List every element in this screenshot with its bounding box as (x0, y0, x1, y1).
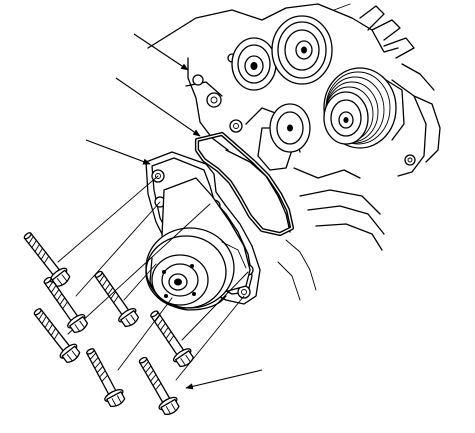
bolt-7 (132, 352, 183, 419)
tensioner-pulley (269, 103, 311, 153)
idler-pulley-top (271, 15, 333, 85)
bolt-5 (144, 305, 198, 371)
callout-arrow-o-ring (115, 77, 201, 137)
idler-pulley-left (231, 37, 277, 91)
callout-arrows (85, 33, 263, 390)
callout-arrow-front-cover (133, 33, 189, 71)
drive-pulleys (231, 15, 405, 153)
engine-front-cover (147, 3, 441, 301)
alignment-lines (57, 175, 249, 381)
o-ring-gasket (194, 131, 295, 237)
callout-arrow-pump-gasket (85, 139, 151, 165)
alternator-pulley (323, 67, 397, 149)
water-pump (145, 177, 251, 311)
bolt-3 (88, 266, 143, 331)
callout-arrow-bolt (185, 369, 263, 390)
bolt-6 (79, 344, 129, 411)
bolt-4 (27, 303, 84, 367)
